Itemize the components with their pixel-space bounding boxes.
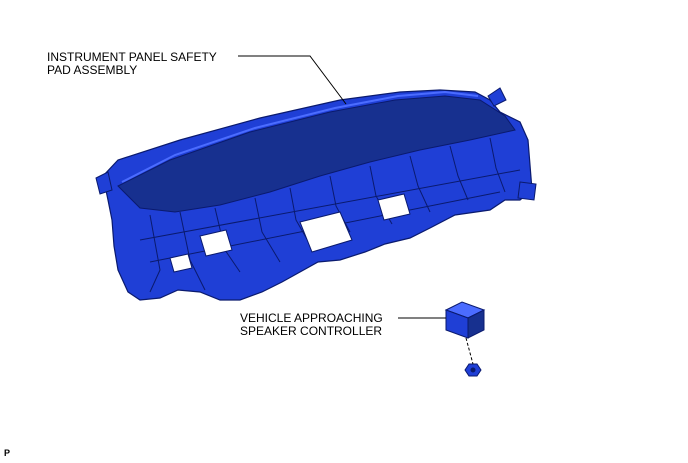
dashboard-callout-line1: INSTRUMENT PANEL SAFETY [47,50,217,64]
dashboard-top-pad [117,95,516,213]
dashboard-callout-label: INSTRUMENT PANEL SAFETY PAD ASSEMBLY [47,51,217,77]
dashboard-callout-line2: PAD ASSEMBLY [47,63,138,77]
speaker-controller [444,301,486,339]
dashboard-rim-highlight [121,90,479,183]
dashboard-brackets [95,87,537,201]
speaker-callout-label: VEHICLE APPROACHING SPEAKER CONTROLLER [240,312,383,338]
speaker-callout-line2: SPEAKER CONTROLLER [240,324,383,338]
install-guide-line [465,337,474,365]
controller-side [467,309,485,339]
controller-nut [464,363,482,377]
speaker-callout-line1: VEHICLE APPROACHING [240,311,383,325]
dashboard-leader-line [238,55,347,105]
corner-mark: P [4,448,11,458]
instrument-panel-safety-pad [95,87,537,301]
dashboard-openings [169,193,411,273]
